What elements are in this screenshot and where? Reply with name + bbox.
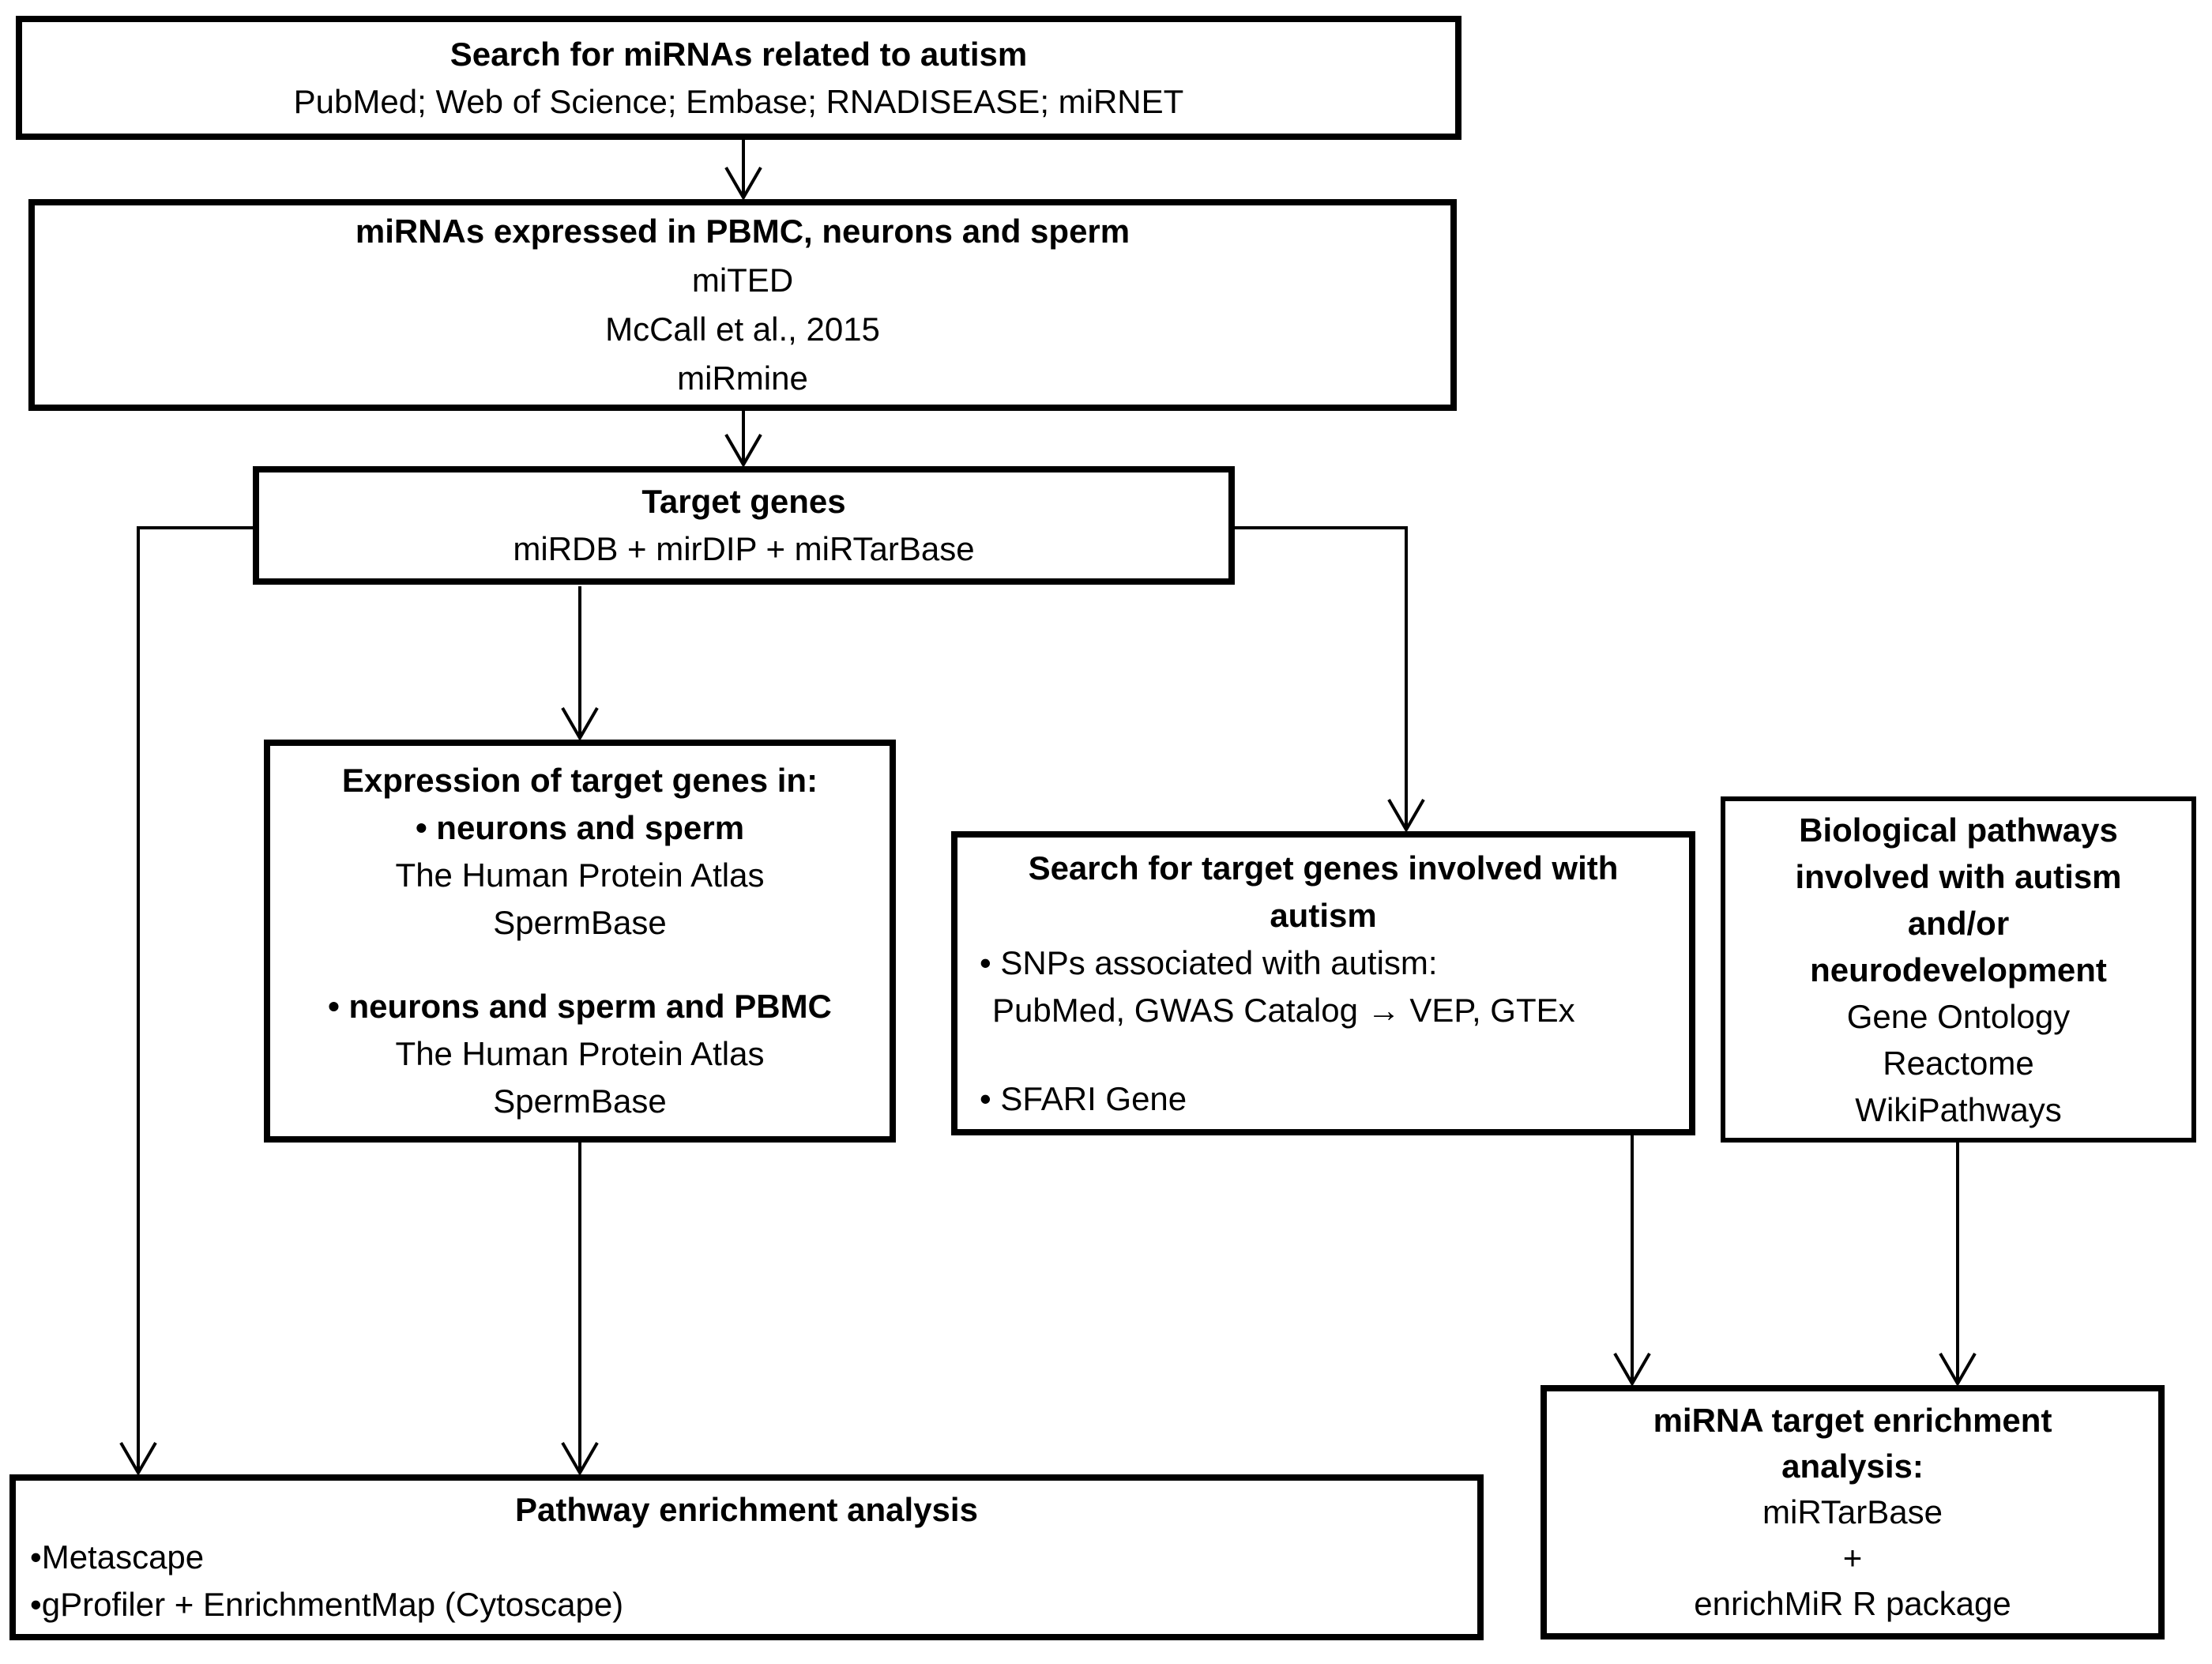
box-bio-pathways-title-line: and/or (1907, 904, 2010, 942)
box-pathway-enrichment: Pathway enrichment analysis •Metascape •… (9, 1474, 1484, 1640)
box-expression-target-genes: Expression of target genes in: • neurons… (264, 740, 896, 1143)
box-mirna-enrichment-title-line: analysis: (1781, 1448, 1924, 1485)
arrow-search-to-expressed-head (724, 166, 762, 201)
arrow-expression-to-pathway-enrichment-head (561, 1441, 599, 1476)
bullet-line: • neurons and sperm (415, 809, 745, 846)
box-search-mirnas-title: Search for miRNAs related to autism (450, 35, 1028, 73)
box-mirnas-expressed-title: miRNAs expressed in PBMC, neurons and sp… (355, 213, 1130, 250)
database-line: miTED (691, 262, 794, 299)
database-line: miRmine (677, 360, 808, 397)
box-bio-pathways-title-line: Biological pathways (1799, 811, 2118, 849)
box-bio-pathways-title-line: neurodevelopment (1810, 951, 2107, 988)
box-search-mirnas-databases: PubMed; Web of Science; Embase; RNADISEA… (293, 82, 1184, 120)
arrow-targetgenes-to-expression-head (561, 706, 599, 741)
database-line: McCall et al., 2015 (605, 311, 880, 348)
connector-targetgenes-to-searchtarget (1233, 526, 1408, 826)
connector-targetgenes-to-pathway-enrichment-head (119, 1441, 157, 1476)
bullet-line: • neurons and sperm and PBMC (328, 988, 832, 1025)
connector-targetgenes-to-searchtarget-head (1387, 798, 1425, 833)
box-target-genes-databases: miRDB + mirDIP + miRTarBase (513, 530, 975, 567)
box-expression-title: Expression of target genes in: (341, 762, 818, 799)
database-line: The Human Protein Atlas (395, 1035, 765, 1072)
bullet-line: • SNPs associated with autism: (980, 943, 1438, 981)
box-mirnas-expressed: miRNAs expressed in PBMC, neurons and sp… (28, 199, 1457, 411)
database-line: Gene Ontology (1846, 997, 2071, 1035)
bullet-line: • SFARI Gene (980, 1079, 1187, 1117)
box-search-mirnas: Search for miRNAs related to autism PubM… (16, 16, 1462, 140)
arrow-biopathways-to-mirna-enrichment-head (1939, 1352, 1977, 1387)
database-line: SpermBase (493, 1082, 667, 1120)
bullet-line: •Metascape (30, 1538, 205, 1576)
database-line: miRTarBase (1762, 1493, 1943, 1530)
box-search-target-title-line: autism (1270, 896, 1377, 934)
box-target-genes: Target genes miRDB + mirDIP + miRTarBase (253, 466, 1235, 585)
blank-line (957, 1034, 1689, 1075)
connector-targetgenes-to-pathway-enrichment (137, 526, 254, 1470)
box-biological-pathways: Biological pathways involved with autism… (1721, 796, 2196, 1143)
database-line: WikiPathways (1855, 1090, 2062, 1128)
box-mirna-enrichment-title-line: miRNA target enrichment (1653, 1402, 2052, 1439)
database-line: enrichMiR R package (1694, 1585, 2011, 1622)
database-line: Reactome (1883, 1044, 2034, 1082)
box-bio-pathways-title-line: involved with autism (1795, 857, 2122, 895)
blank-line (270, 947, 890, 983)
bullet-line: •gProfiler + EnrichmentMap (Cytoscape) (30, 1586, 624, 1623)
database-line: SpermBase (493, 904, 667, 941)
box-pathway-enrichment-title: Pathway enrichment analysis (515, 1491, 978, 1528)
database-line: + (1842, 1539, 1863, 1576)
box-search-target-title-line: Search for target genes involved with (1028, 849, 1619, 887)
box-search-target-genes: Search for target genes involved with au… (951, 831, 1695, 1135)
box-target-genes-title: Target genes (641, 483, 846, 520)
bullet-detail-line: PubMed, GWAS Catalog → VEP, GTEx (992, 991, 1575, 1029)
box-mirna-target-enrichment: miRNA target enrichment analysis: miRTar… (1540, 1385, 2165, 1640)
arrow-expressed-to-targetgenes-head (724, 433, 762, 468)
database-line: The Human Protein Atlas (395, 856, 765, 894)
arrow-searchtarget-to-mirna-enrichment-head (1613, 1352, 1651, 1387)
